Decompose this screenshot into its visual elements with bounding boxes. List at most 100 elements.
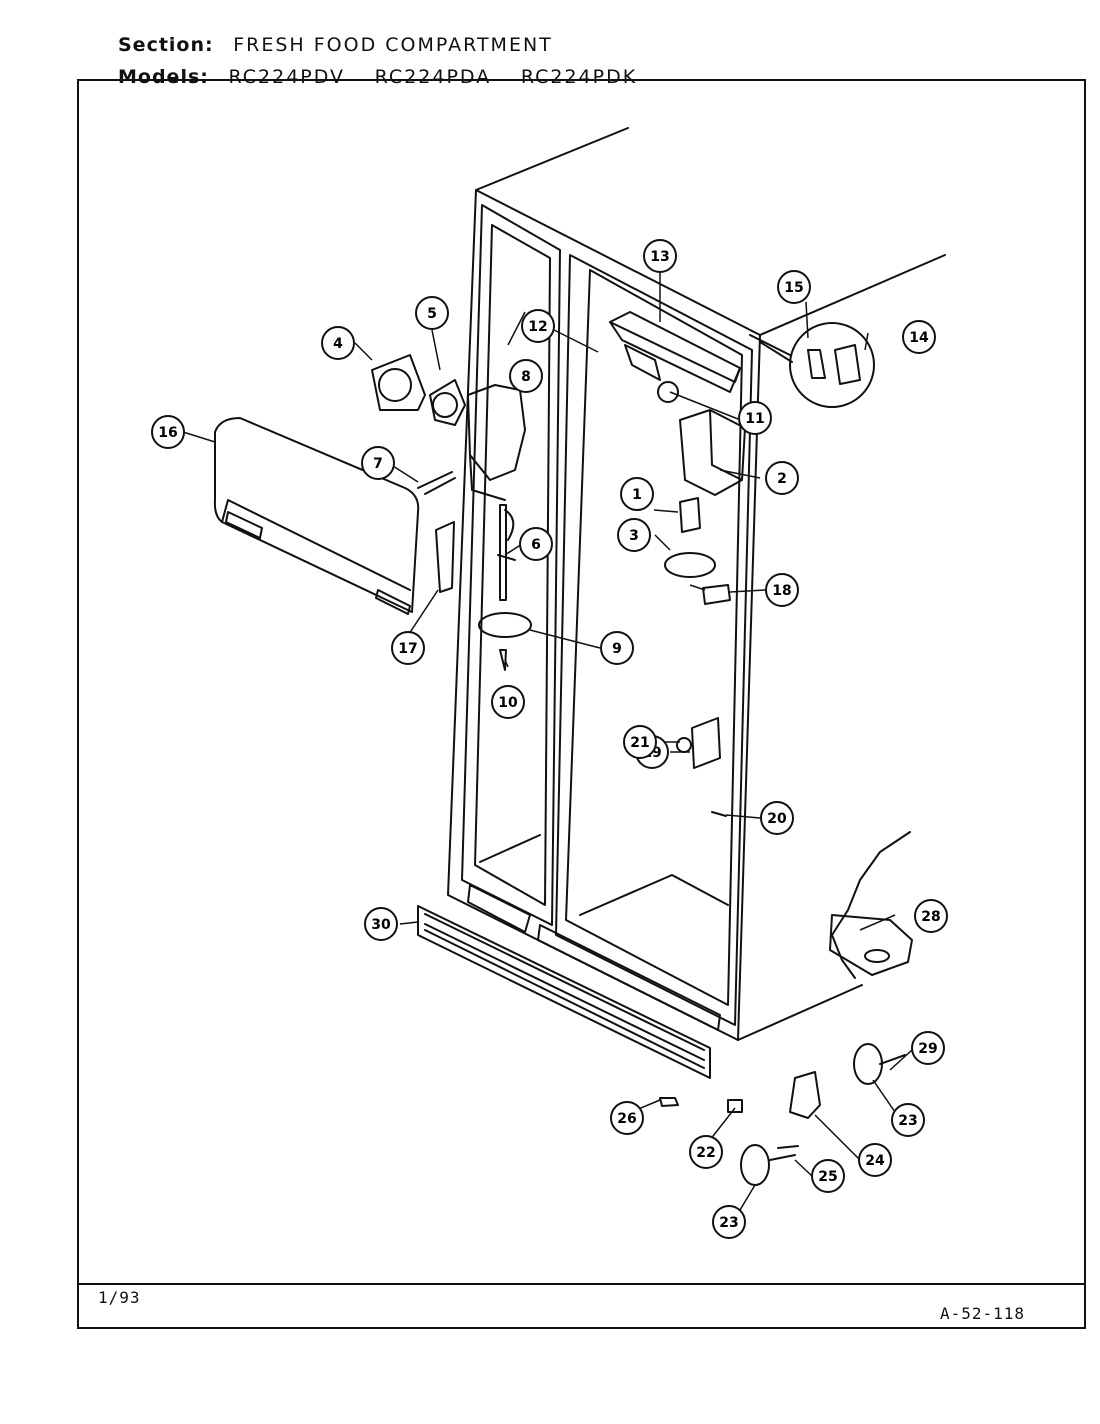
section-label: Section: [118, 34, 214, 56]
callout-badge: 3 [617, 518, 651, 552]
cabinet-bottom-edge [737, 984, 863, 1041]
control-knob [664, 552, 716, 578]
switch-screw [711, 811, 727, 817]
roller-bracket [789, 1071, 821, 1119]
cabinet-floor-lines [479, 834, 729, 916]
cabinet-kick-panels [467, 884, 721, 1031]
model-number: RC224PDA [374, 66, 492, 88]
callout-number: 6 [531, 537, 541, 553]
callout-badge: 2 [765, 461, 799, 495]
damper-spring [497, 509, 516, 561]
door-switch [691, 717, 721, 769]
callout-number: 25 [818, 1169, 837, 1185]
callout-badge: 9 [600, 631, 634, 665]
callout-number: 29 [918, 1041, 937, 1057]
callout-badge: 7 [361, 446, 395, 480]
roller-axle [769, 1145, 799, 1161]
callout-badge: 11 [738, 401, 772, 435]
fan-bracket [467, 384, 526, 481]
detail-magnifier [789, 322, 875, 408]
callout-badge: 16 [151, 415, 185, 449]
callout-badge: 20 [760, 801, 794, 835]
callout-number: 18 [772, 583, 791, 599]
callout-number: 26 [617, 1111, 636, 1127]
callout-number: 20 [767, 811, 787, 827]
cabinet-inner-right-frame [555, 254, 753, 1026]
callout-number: 28 [921, 909, 940, 925]
section-value: FRESH FOOD COMPARTMENT [233, 34, 553, 56]
callout-number: 30 [371, 917, 391, 933]
cover-clip [435, 521, 455, 593]
callout-number: 17 [398, 641, 417, 657]
callout-badge: 10 [491, 685, 525, 719]
callout-badge: 4 [321, 326, 355, 360]
drawing-frame [77, 79, 1086, 1329]
callout-badge: 22 [689, 1135, 723, 1169]
callout-badge: 12 [521, 309, 555, 343]
callout-badge: 13 [643, 239, 677, 273]
section-header: Section: FRESH FOOD COMPARTMENT [118, 34, 553, 56]
control-housing [679, 409, 746, 496]
cabinet-inner-left-frame [461, 204, 561, 926]
callout-number: 13 [650, 249, 669, 265]
thermostat [679, 497, 701, 533]
callout-number: 2 [777, 471, 787, 487]
wire-clip [417, 471, 456, 495]
cabinet-inner-left-opening [474, 224, 551, 906]
model-number: RC224PDK [520, 66, 638, 88]
callout-number: 7 [373, 456, 383, 472]
roller-wheel-front [853, 1043, 883, 1085]
footer-date: 1/93 [98, 1288, 141, 1307]
callout-group: 1 2 3 4 5 6 7 8 9 10 11 12 13 14 15 16 1… [151, 239, 948, 1239]
callout-badge: 5 [415, 296, 449, 330]
callout-number: 12 [528, 319, 547, 335]
callout-number: 15 [784, 280, 803, 296]
callout-number: 23 [719, 1215, 738, 1231]
callout-number: 10 [498, 695, 518, 711]
icemaker-wall [831, 831, 911, 979]
callout-number: 8 [521, 369, 531, 385]
callout-number: 4 [333, 336, 343, 352]
fan-motor [429, 379, 466, 426]
roller-wheel-rear [740, 1144, 770, 1186]
models-header: Models: RC224PDV RC224PDA RC224PDK [118, 66, 659, 88]
axle-pin [879, 1054, 906, 1065]
cabinet-inner-right-opening [565, 269, 743, 1006]
callout-number: 14 [909, 330, 929, 346]
callout-badge: 23 [712, 1205, 746, 1239]
callout-badge: 23 [891, 1103, 925, 1137]
cabinet-right-edge [737, 334, 761, 1041]
light-bulb-socket [624, 344, 661, 381]
callout-badge: 25 [811, 1159, 845, 1193]
callout-number: 22 [696, 1145, 715, 1161]
callout-badge: 18 [765, 573, 799, 607]
callout-badge: 28 [914, 899, 948, 933]
callout-number: 24 [865, 1153, 885, 1169]
icemaker-tray [829, 914, 913, 976]
sensor-clip [702, 584, 731, 605]
damper-disc [478, 612, 532, 638]
callout-number: 16 [158, 425, 177, 441]
detail-socket [807, 344, 861, 385]
models-label: Models: [118, 66, 209, 88]
evaporator-cover [213, 417, 420, 613]
light-bulb [657, 381, 679, 403]
callout-badge: 21 [623, 725, 657, 759]
fan-shroud [371, 354, 426, 411]
callout-badge: 30 [364, 907, 398, 941]
detail-leader [749, 334, 793, 363]
callout-number: 23 [898, 1113, 917, 1129]
cover-vent-left [225, 511, 263, 539]
model-number: RC224PDV [228, 66, 346, 88]
cover-vent-right [375, 589, 411, 615]
callout-number: 21 [630, 735, 649, 751]
grille-screw [659, 1097, 679, 1107]
callout-number: 3 [629, 528, 639, 544]
callout-badge: 17 [391, 631, 425, 665]
callout-badge: 15 [777, 270, 811, 304]
callout-badge: 29 [911, 1031, 945, 1065]
callout-badge: 6 [519, 527, 553, 561]
footer-code: A-52-118 [940, 1304, 1026, 1323]
callout-number: 5 [427, 306, 437, 322]
